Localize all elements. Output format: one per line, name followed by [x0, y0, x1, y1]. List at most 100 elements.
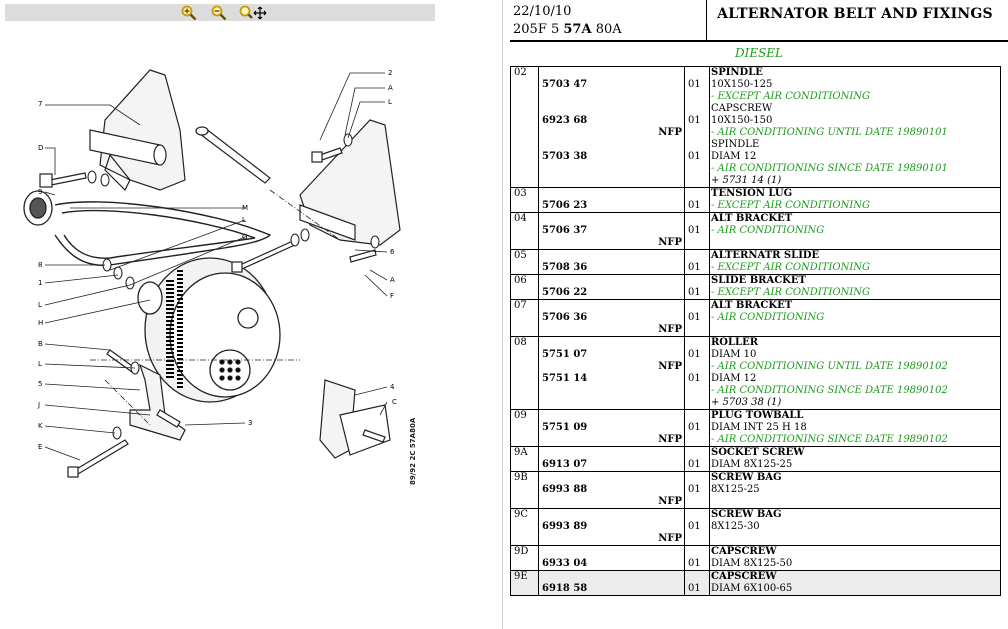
zoom-in-icon[interactable] — [181, 5, 197, 21]
part-reference: 5751 07 — [542, 349, 588, 360]
reference-cell: 5708 36 — [538, 249, 685, 275]
quantity: 01 — [688, 484, 701, 495]
lower-right-bracket-drawing — [319, 379, 391, 459]
part-name: SLIDE BRACKET — [711, 275, 806, 286]
quantity: 01 — [688, 349, 701, 360]
pane-splitter[interactable] — [502, 0, 511, 629]
item-number: 9D — [510, 545, 539, 571]
part-spec: 8X125-30 — [711, 521, 760, 532]
empty-line — [539, 188, 684, 200]
quantity: 01 — [688, 262, 701, 273]
description-cell: TENSION LUG- EXCEPT AIR CONDITIONING — [709, 187, 1001, 213]
applicability-note: - AIR CONDITIONING SINCE DATE 19890102 — [711, 434, 948, 445]
applicability-note: - AIR CONDITIONING UNTIL DATE 19890102 — [711, 361, 948, 372]
part-spec — [710, 324, 1000, 336]
callout-label: A — [388, 84, 393, 92]
callout-label: E — [38, 443, 42, 451]
page-title: ALTERNATOR BELT AND FIXINGS — [717, 6, 993, 22]
quantity: 01 — [688, 422, 701, 433]
diagram-stamp: 89/92 2C 57A80A — [409, 417, 417, 485]
catalog-date: 22/10/10 — [513, 4, 572, 19]
callout-label: 1 — [38, 279, 42, 287]
quantity: 01 — [688, 459, 701, 470]
applicability-note: - AIR CONDITIONING SINCE DATE 19890102 — [711, 385, 948, 396]
applicability-note: - AIR CONDITIONING SINCE DATE 19890101 — [711, 163, 948, 174]
callout-label: A — [390, 276, 395, 284]
part-name: TENSION LUG — [711, 188, 793, 199]
quantity: 01 — [688, 200, 701, 211]
empty-line — [539, 509, 684, 521]
quantity — [685, 385, 709, 397]
description-cell: SLIDE BRACKET- EXCEPT AIR CONDITIONING — [709, 274, 1001, 300]
item-number: 02 — [510, 66, 539, 188]
part-reference: 6933 04 — [542, 558, 588, 569]
part-reference: 5751 14 — [542, 373, 588, 384]
empty-line — [539, 397, 684, 409]
quantity — [685, 496, 709, 508]
callout-label: D — [38, 144, 43, 152]
callout-label: K — [38, 422, 43, 430]
part-name: SPINDLE — [711, 67, 763, 78]
empty-line — [539, 571, 684, 583]
empty-line — [539, 472, 684, 484]
zoom-out-icon[interactable] — [211, 5, 227, 21]
quantity: 01 — [688, 225, 701, 236]
applicability-note: - AIR CONDITIONING — [711, 312, 825, 323]
part-spec — [710, 237, 1000, 249]
reference-cell: 5706 23 — [538, 187, 685, 213]
model-suffix: 80A — [591, 22, 622, 37]
quantity-cell: 01 — [684, 212, 710, 250]
part-reference: 5703 47 — [542, 79, 588, 90]
quantity: 01 — [688, 115, 701, 126]
quantity — [685, 361, 709, 373]
item-number: 08 — [510, 336, 539, 410]
quantity — [685, 67, 709, 79]
nfp-flag: NFP — [658, 361, 682, 372]
part-reference: 5706 36 — [542, 312, 588, 323]
part-spec — [710, 496, 1000, 508]
callout-label: F — [390, 292, 394, 300]
quantity: 01 — [688, 79, 701, 90]
quantity — [685, 472, 709, 484]
quantity — [685, 188, 709, 200]
callout-label: 7 — [38, 100, 42, 108]
part-reference: 6918 58 — [542, 583, 588, 594]
empty-line — [539, 139, 684, 151]
part-spec: DIAM INT 25 H 18 — [711, 422, 807, 433]
right-bracket-drawing — [299, 119, 401, 246]
quantity-cell: 01 — [684, 187, 710, 213]
part-name: ALT BRACKET — [711, 300, 793, 311]
part-name: CAPSCREW — [711, 571, 777, 582]
empty-line — [539, 163, 684, 175]
empty-line — [539, 410, 684, 422]
callout-label: L — [38, 360, 42, 368]
zoom-pan-icon[interactable] — [239, 5, 267, 21]
model-engine-code: 57A — [563, 22, 592, 37]
item-number: 07 — [510, 299, 539, 337]
part-reference: 6913 07 — [542, 459, 588, 470]
callout-label: H — [38, 319, 43, 327]
axis-lines — [90, 189, 341, 426]
part-spec: 10X150-125 — [711, 79, 773, 90]
quantity — [685, 139, 709, 151]
